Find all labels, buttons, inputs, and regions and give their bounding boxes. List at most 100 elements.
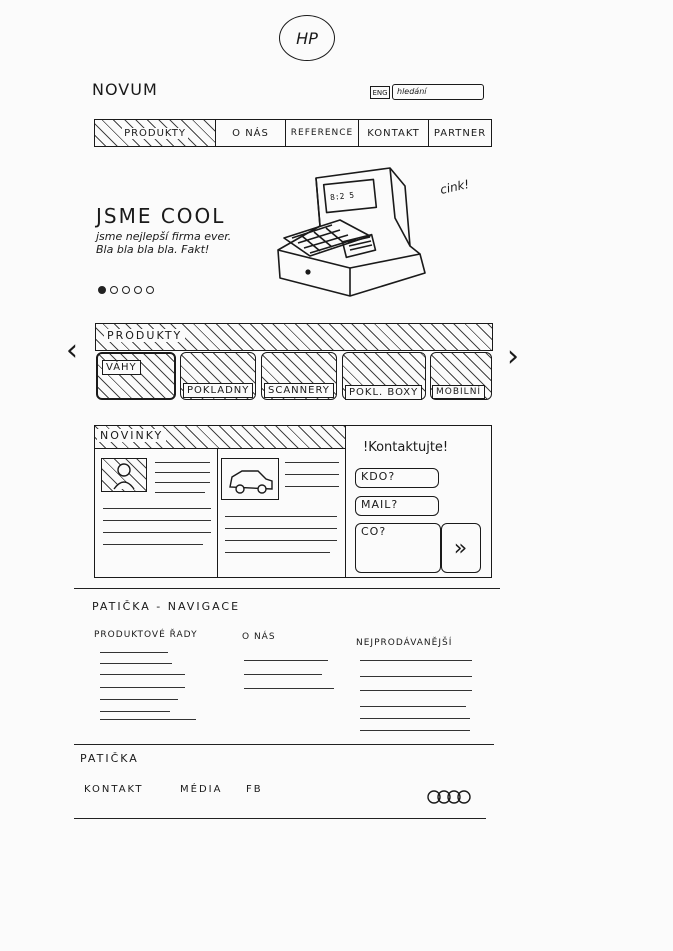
footer-link-fb[interactable]: FB: [246, 784, 263, 795]
carousel-dot[interactable]: [134, 286, 142, 294]
text-line: [225, 528, 337, 530]
footer-link[interactable]: [360, 718, 470, 720]
footer-nav-title: PATIČKA - NAVIGACE: [92, 600, 241, 613]
partner-logos-icon[interactable]: [426, 786, 474, 808]
footer-link[interactable]: [360, 660, 472, 662]
logo[interactable]: HP: [279, 15, 335, 61]
text-line: [155, 472, 210, 474]
carousel-next-button[interactable]: ›: [507, 339, 519, 374]
contact-title: !Kontaktujte!: [363, 440, 449, 455]
text-line: [285, 474, 339, 476]
input-placeholder: MAIL?: [361, 498, 399, 511]
input-placeholder: KDO?: [361, 470, 396, 483]
footer-link[interactable]: [100, 719, 196, 721]
product-tile-scannery[interactable]: SCANNERY: [261, 352, 337, 400]
footer-link[interactable]: [100, 699, 178, 701]
product-label: SCANNERY: [264, 383, 334, 398]
footer-link-kontakt[interactable]: KONTAKT: [84, 784, 144, 795]
news-image[interactable]: [221, 458, 279, 500]
nav-label: KONTAKT: [367, 127, 420, 139]
nav-item-partner[interactable]: PARTNER: [429, 120, 491, 146]
text-line: [155, 462, 210, 464]
carousel-dot[interactable]: [146, 286, 154, 294]
news-contact-section: NOVINKY !Kontaktujte! KDO? MAIL? CO?: [94, 425, 492, 578]
logo-text: HP: [296, 28, 318, 48]
products-title: PRODUKTY: [104, 329, 186, 342]
text-line: [103, 508, 211, 510]
text-line: [103, 544, 203, 546]
footer-col-title[interactable]: PRODUKTOVÉ ŘADY: [94, 630, 198, 640]
nav-item-produkty[interactable]: PRODUKTY: [95, 120, 216, 146]
footer-link[interactable]: [100, 663, 172, 665]
footer-link[interactable]: [360, 730, 470, 732]
footer-link-media[interactable]: MÉDIA: [180, 784, 223, 795]
text-line: [285, 486, 339, 488]
text-line: [103, 520, 211, 522]
product-label: VÁHY: [102, 360, 141, 375]
nav-label: O NÁS: [232, 127, 269, 139]
product-tile-mobilni[interactable]: MOBILNÍ: [430, 352, 492, 400]
carousel-dot[interactable]: [110, 286, 118, 294]
footer-link[interactable]: [360, 690, 472, 692]
news-header: NOVINKY: [95, 426, 345, 449]
lang-button-label: ENG: [372, 88, 388, 97]
nav-item-reference[interactable]: REFERENCE: [286, 120, 359, 146]
lang-button[interactable]: ENG: [370, 86, 390, 99]
contact-email-input[interactable]: MAIL?: [355, 496, 439, 516]
carousel-dot[interactable]: [98, 286, 106, 294]
text-line: [285, 462, 339, 464]
footer-title: PATIČKA: [80, 752, 139, 765]
news-title: NOVINKY: [97, 429, 167, 442]
input-placeholder: CO?: [361, 525, 387, 538]
nav-label: PRODUKTY: [122, 127, 188, 139]
footer-link[interactable]: [244, 660, 328, 662]
send-icon: »: [453, 535, 469, 561]
products-header: PRODUKTY: [95, 323, 493, 351]
product-label: POKL. BOXY: [345, 385, 423, 400]
text-line: [225, 516, 337, 518]
text-line: [103, 532, 211, 534]
footer-link[interactable]: [100, 711, 170, 713]
product-tile-pokladny[interactable]: POKLADNY: [180, 352, 256, 400]
product-tile-vahy[interactable]: VÁHY: [96, 352, 176, 400]
footer-link[interactable]: [360, 676, 472, 678]
footer-divider: [74, 588, 500, 590]
text-line: [155, 492, 205, 494]
contact-send-button[interactable]: »: [441, 523, 481, 573]
footer-link[interactable]: [360, 706, 466, 708]
search-input[interactable]: hledání: [392, 84, 484, 100]
product-label: POKLADNY: [183, 383, 254, 398]
footer-divider: [74, 818, 486, 820]
text-line: [155, 482, 210, 484]
footer-col-title[interactable]: NEJPRODÁVANĚJŠÍ: [356, 638, 453, 648]
hero-carousel-dots[interactable]: [98, 286, 154, 294]
nav-item-kontakt[interactable]: KONTAKT: [359, 120, 429, 146]
divider: [345, 426, 347, 577]
contact-who-input[interactable]: KDO?: [355, 468, 439, 488]
footer-col-title[interactable]: O NÁS: [242, 632, 276, 642]
footer-link[interactable]: [244, 688, 334, 690]
footer-link[interactable]: [244, 674, 322, 676]
footer-link[interactable]: [100, 687, 185, 689]
cash-register-image: 8:2 5: [277, 167, 426, 297]
svg-text:8:2 5: 8:2 5: [330, 191, 355, 202]
carousel-dot[interactable]: [122, 286, 130, 294]
hero-title: JSME COOL: [96, 204, 226, 228]
person-icon: [113, 463, 135, 490]
footer-link[interactable]: [100, 674, 185, 676]
footer-link[interactable]: [100, 652, 168, 654]
footer-divider: [74, 744, 494, 746]
nav-label: PARTNER: [433, 127, 487, 139]
news-image[interactable]: [101, 458, 147, 492]
product-tile-pokl-boxy[interactable]: POKL. BOXY: [342, 352, 426, 400]
text-line: [225, 540, 337, 542]
car-icon: [229, 470, 273, 494]
nav-label: REFERENCE: [290, 128, 354, 138]
contact-message-input[interactable]: CO?: [355, 523, 441, 573]
product-label: MOBILNÍ: [432, 385, 486, 399]
carousel-prev-button[interactable]: ‹: [66, 333, 78, 368]
nav-item-o-nas[interactable]: O NÁS: [216, 120, 286, 146]
main-nav: PRODUKTY O NÁS REFERENCE KONTAKT PARTNER: [94, 119, 492, 147]
hero-sound-text: cink!: [438, 177, 471, 197]
brand-name[interactable]: NOVUM: [92, 80, 158, 99]
